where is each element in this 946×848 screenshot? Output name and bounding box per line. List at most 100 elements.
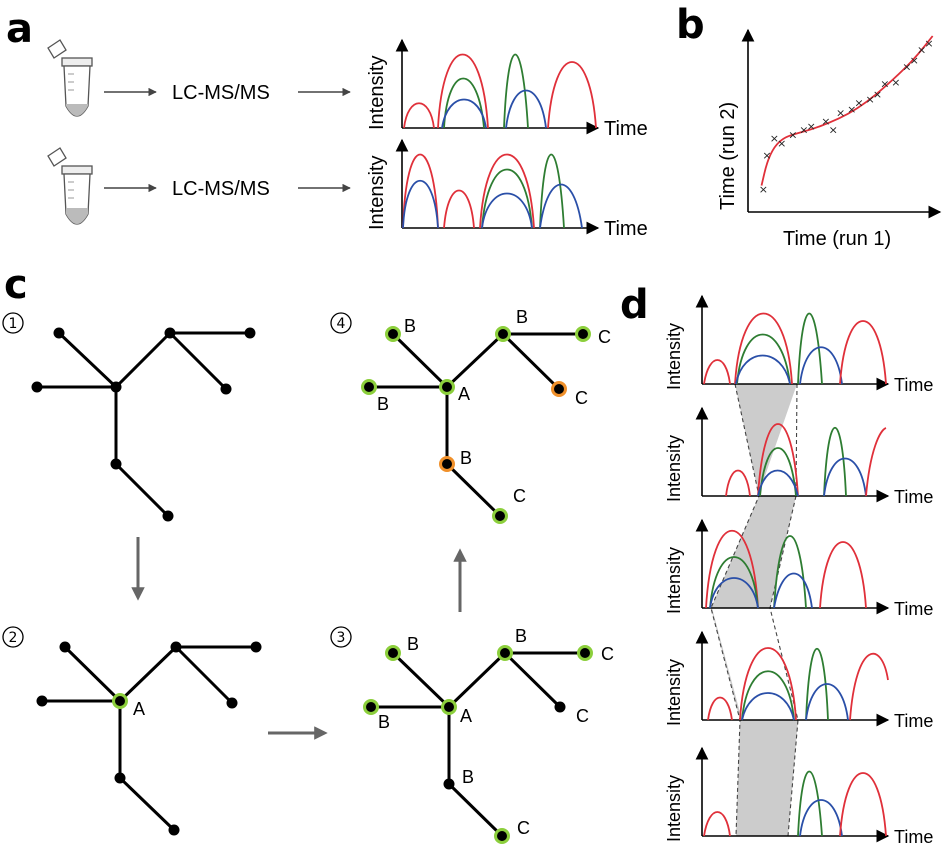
scatter-point: × <box>759 183 768 196</box>
panel-letter-d: d <box>620 282 649 328</box>
scatter-point: × <box>854 96 863 109</box>
scatter-point: × <box>924 37 933 50</box>
node-label-c: C <box>575 388 588 408</box>
panel-letter-a: a <box>6 6 33 52</box>
node-label-a: A <box>458 384 470 404</box>
chromatogram-d-4: Intensity Time <box>664 630 933 731</box>
y-axis-label: Intensity <box>366 156 388 230</box>
x-axis-label: Time <box>894 827 933 847</box>
graph-node <box>53 327 65 339</box>
graph-node-selected <box>385 645 401 661</box>
chromatogram-d-3: Intensity Time <box>664 518 933 619</box>
node-label-b: B <box>516 307 528 327</box>
node-label-c: C <box>517 818 530 838</box>
node-label-c: C <box>598 327 611 347</box>
step-2-graph: 2 A <box>2 626 262 836</box>
graph-node <box>164 327 176 339</box>
graph-node-selected <box>492 508 508 524</box>
scatter-point: × <box>902 61 911 74</box>
y-axis-label: Intensity <box>664 547 684 614</box>
scatter-point: × <box>873 88 882 101</box>
chromatogram-run-2: Intensity Time <box>366 138 648 240</box>
graph-node <box>554 701 566 713</box>
peak-blue <box>539 183 583 229</box>
step-number-badge <box>330 626 352 648</box>
peak-red <box>402 153 439 229</box>
x-axis-label: Time <box>894 487 933 507</box>
panel-b-retention-time-chart: Time (run 2) Time (run 1) ××××××××××××××… <box>717 28 942 250</box>
step-number: 4 <box>337 316 346 332</box>
step-number: 3 <box>337 630 346 646</box>
panel-letter-c: c <box>4 262 28 308</box>
step-number-badge <box>2 626 24 648</box>
graph-node <box>220 383 232 395</box>
aligned-region-band <box>711 384 798 836</box>
panel-d-alignment: Intensity Time Intensity Time <box>664 294 933 847</box>
graph-node <box>110 458 122 470</box>
y-axis-label: Intensity <box>664 435 684 502</box>
graph-node <box>226 697 238 709</box>
step-number: 2 <box>9 630 18 646</box>
x-axis-label: Time <box>604 118 648 140</box>
y-axis-label: Intensity <box>366 56 388 130</box>
peak-red <box>437 53 489 129</box>
graph-node-selected <box>441 699 457 715</box>
x-axis-label: Time (run 1) <box>783 228 891 250</box>
node-label-a: A <box>460 706 472 726</box>
graph-node <box>250 641 262 653</box>
node-label-b: B <box>460 448 472 468</box>
node-label-b: B <box>404 316 416 336</box>
peak-red <box>443 189 475 229</box>
node-label-c: C <box>576 706 589 726</box>
scatter-point: × <box>891 76 900 89</box>
x-axis-label: Time <box>604 218 648 240</box>
graph-node <box>443 778 455 790</box>
node-label-b: B <box>515 626 527 646</box>
peak-blue <box>481 192 533 229</box>
sample-tube-icon <box>47 39 93 117</box>
scatter-point: × <box>880 78 889 91</box>
y-axis-label: Intensity <box>664 775 684 842</box>
peak-green <box>443 77 485 129</box>
graph-node-selected <box>577 645 593 661</box>
peak-green <box>539 153 565 229</box>
scatter-point: × <box>788 129 797 142</box>
x-axis-label: Time <box>894 711 933 731</box>
sample-tube-icon <box>47 147 93 225</box>
y-axis-label: Intensity <box>664 323 684 390</box>
node-label-c: C <box>601 644 614 664</box>
peak-red <box>547 61 597 129</box>
graph-node-conflict <box>439 456 455 472</box>
scatter-point: × <box>799 124 808 137</box>
node-label-b: B <box>407 634 419 654</box>
peak-green <box>503 53 529 129</box>
peak-red <box>403 102 435 129</box>
peak-red <box>479 153 535 229</box>
graph-node-selected <box>385 326 401 342</box>
graph-node <box>114 772 126 784</box>
scatter-point: × <box>777 137 786 150</box>
step-number-badge <box>2 312 24 334</box>
scatter-point: × <box>829 124 838 137</box>
graph-node-selected <box>112 693 128 709</box>
panel-a: LC-MS/MS LC-MS/MS Intensity Time Intensi… <box>47 38 648 240</box>
scatter-point: × <box>770 132 779 145</box>
scatter-point: × <box>762 149 771 162</box>
panel-c-graph-steps: 1 2 <box>2 307 614 844</box>
panel-letter-b: b <box>676 2 705 48</box>
x-axis-label: Time <box>894 599 933 619</box>
graph-node-selected <box>439 379 455 395</box>
graph-node <box>36 695 48 707</box>
scatter-point: × <box>847 103 856 116</box>
graph-node <box>110 381 122 393</box>
node-label-b: B <box>378 712 390 732</box>
chromatogram-d-5: Intensity Time <box>664 746 933 847</box>
scatter-point: × <box>910 54 919 67</box>
graph-node-selected <box>363 699 379 715</box>
graph-node <box>59 641 71 653</box>
step-number: 1 <box>9 316 18 332</box>
graph-node-selected <box>361 379 377 395</box>
graph-node <box>170 641 182 653</box>
